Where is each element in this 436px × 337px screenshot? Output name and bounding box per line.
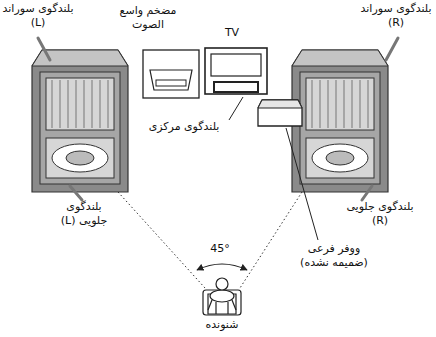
surround-label: بلندگوی سوراند (R) (360, 2, 432, 30)
listener-figure (203, 278, 241, 315)
angle-label: 45° (198, 242, 242, 256)
pointer-lines (229, 97, 318, 240)
front-speaker-label: بلندگوی جلویی (R) (346, 200, 414, 228)
surround-speaker-right (292, 50, 388, 192)
subwoofer (258, 100, 302, 126)
tv-set (205, 48, 267, 94)
tv-label: TV (214, 26, 250, 40)
surround-speaker-left (32, 50, 128, 192)
amplifier (143, 50, 199, 98)
listening-lines (118, 192, 302, 288)
subwoofer-label: ووفر فرعی (ضمیمه نشده) (292, 242, 376, 270)
center-speaker-label: بلندگوی مرکزی (132, 120, 236, 134)
angle-arc (197, 264, 247, 270)
listener-label: شنونده (190, 318, 254, 332)
surround-label: بلندگوی سوراند (L) (2, 2, 74, 30)
amplifier-label: مضخم واسع الصوت (112, 4, 184, 32)
leader-lines (38, 38, 398, 200)
front-speaker-label: بلندگوی جلویی (L) (52, 200, 116, 228)
